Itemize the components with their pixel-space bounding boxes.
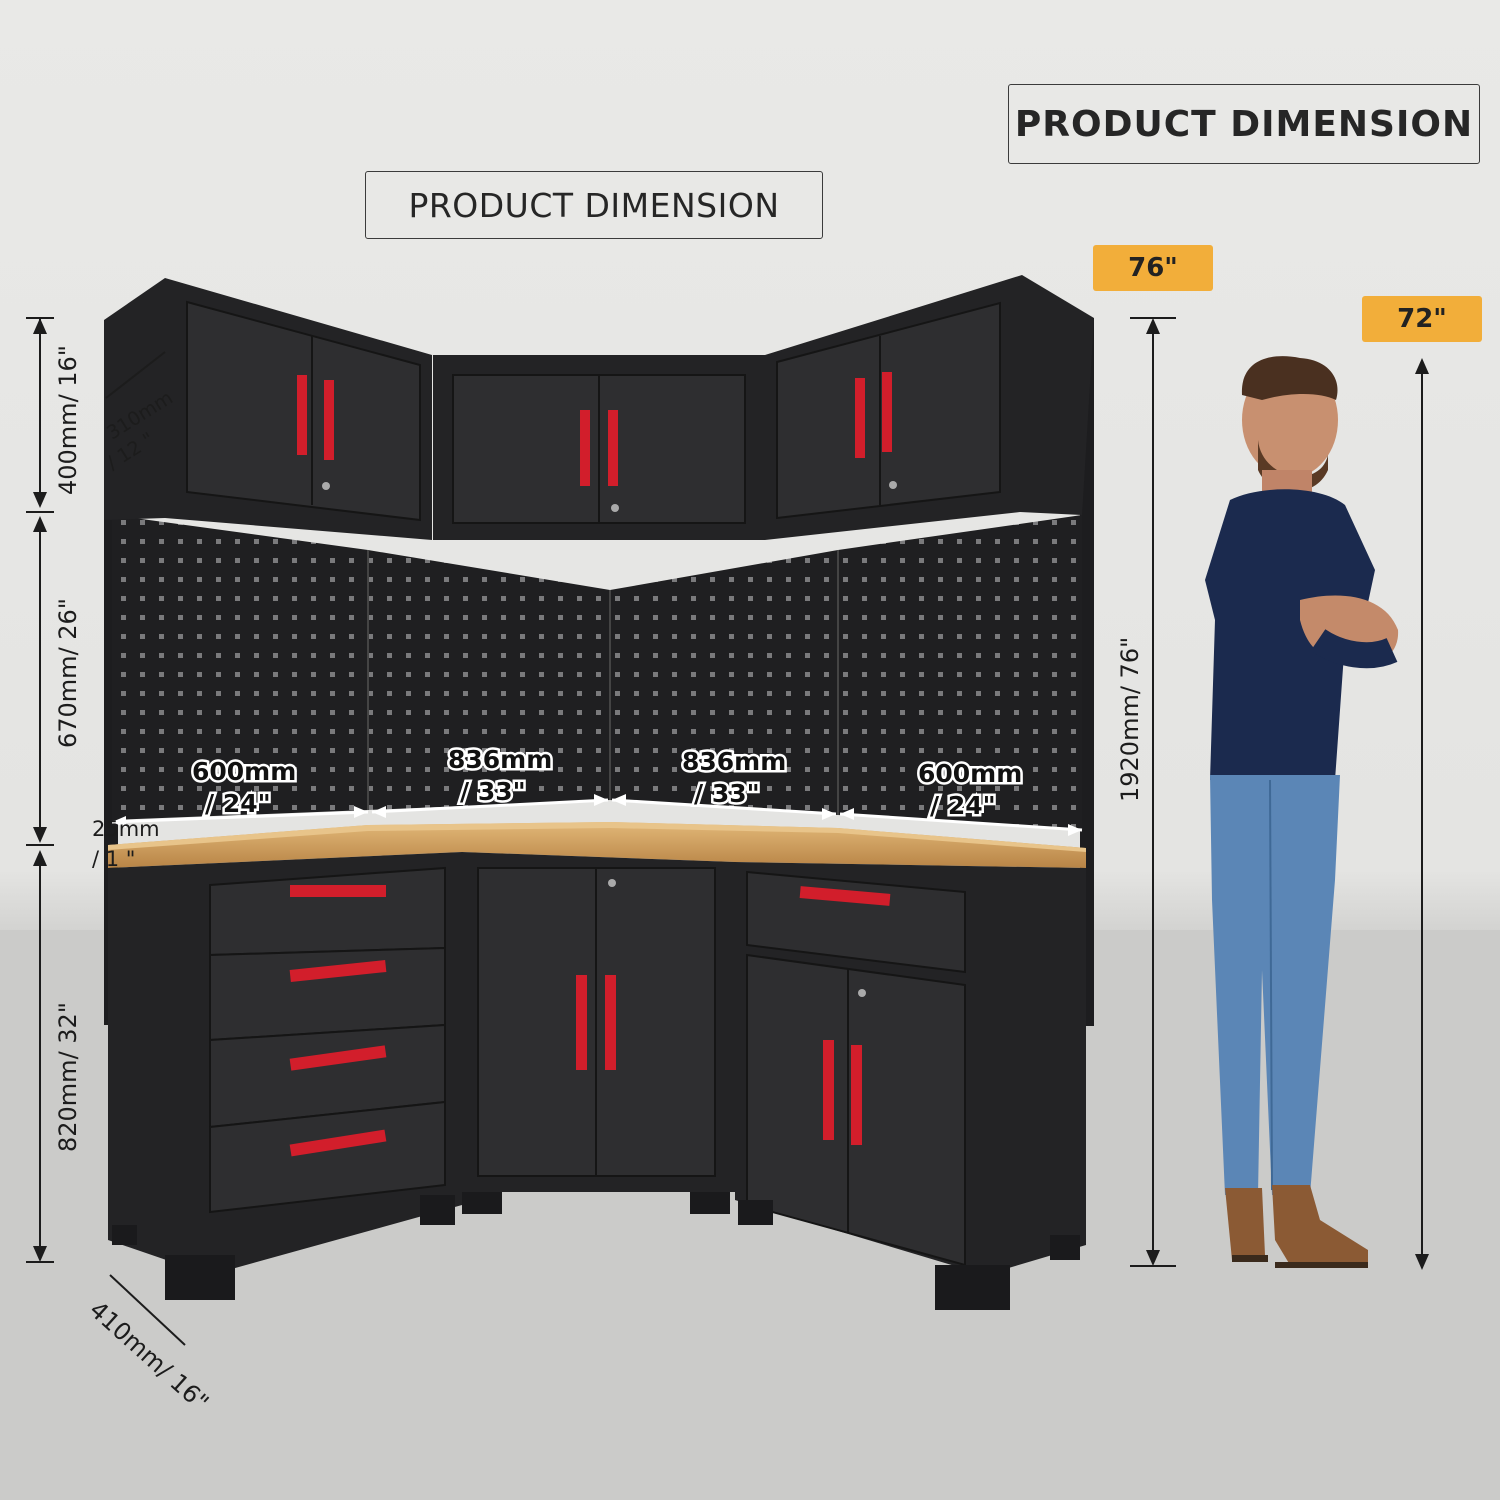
handle [576, 975, 587, 1070]
handle [289, 960, 387, 982]
handle [605, 975, 616, 1070]
handle [289, 1045, 387, 1071]
pegboard [112, 515, 1082, 830]
width-2-mm-label: 836mm [448, 745, 552, 774]
handle [290, 885, 386, 897]
total-height-label: 1920mm/ 76" [1116, 637, 1144, 802]
product-dimension-title: PRODUCT DIMENSION [365, 171, 823, 239]
handle [580, 410, 590, 486]
handle [289, 1129, 387, 1157]
handle [799, 886, 891, 906]
handle [608, 410, 618, 486]
total-height-tag: 76" [1093, 245, 1213, 291]
width-2-in-label: / 33" [460, 777, 526, 806]
wall-cabinet-center [433, 355, 765, 540]
product-dimension-title-bold: PRODUCT DIMENSION [1008, 84, 1480, 164]
base-cabinet-left [108, 852, 462, 1300]
worktop-thickness-mm-label: 25mm [92, 817, 160, 841]
width-4-mm-label: 600mm [918, 759, 1022, 788]
width-3-in-label: / 33" [694, 779, 760, 808]
wall-cabinet-left [104, 278, 432, 540]
width-lines [111, 798, 1083, 832]
person-height-tag: 72" [1362, 296, 1482, 342]
width-1-in-label: / 24" [205, 789, 271, 818]
handle [324, 380, 334, 460]
dimension-arrowheads [33, 318, 1429, 1270]
width-arrowheads [112, 794, 1082, 836]
wall-cabinet-right [765, 275, 1094, 540]
width-1-mm-label: 600mm [192, 757, 296, 786]
base-cabinet-center [462, 852, 735, 1214]
width-3-mm-label: 836mm [682, 747, 786, 776]
handle [882, 372, 892, 452]
base-cabinet-right [735, 862, 1086, 1310]
width-4-in-label: / 24" [930, 791, 996, 820]
base-height-label: 820mm/ 32" [54, 1002, 82, 1152]
wall-cabinet-height-label: 400mm/ 16" [54, 345, 82, 495]
handle [855, 378, 865, 458]
worktop [108, 822, 1086, 868]
handle [297, 375, 307, 455]
worktop-thickness-in-label: / 1 " [92, 847, 135, 871]
pegboard-height-label: 670mm/ 26" [54, 598, 82, 748]
handle [823, 1040, 834, 1140]
person-figure [1205, 356, 1399, 1268]
handle [851, 1045, 862, 1145]
